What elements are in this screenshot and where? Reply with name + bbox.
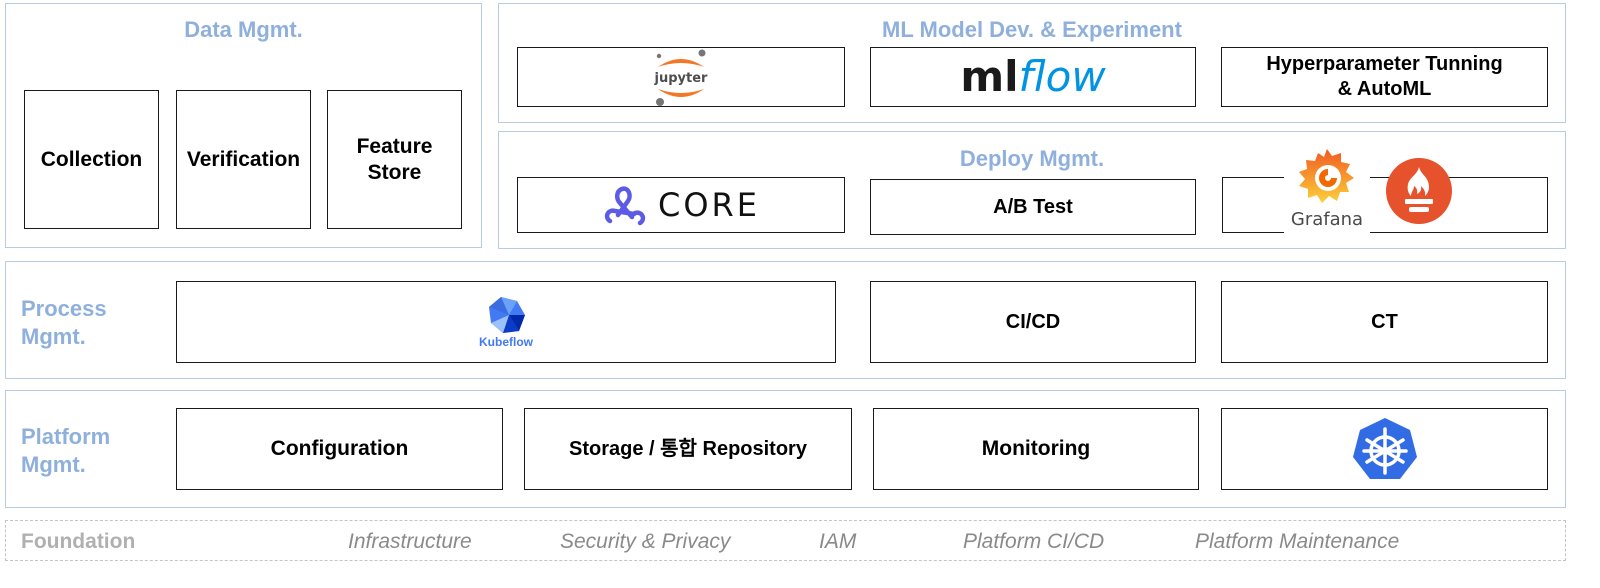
- process-panel: [5, 261, 1566, 379]
- kubernetes-logo-icon: [1352, 418, 1417, 479]
- core-label: CORE: [658, 186, 760, 224]
- platform-panel: [5, 390, 1566, 508]
- foundation-item-platform-maintenance: Platform Maintenance: [1195, 530, 1400, 553]
- storage-repository-box: Storage / 통합 Repository: [524, 408, 852, 490]
- process-title: Process Mgmt.: [21, 296, 107, 349]
- grafana-label: Grafana: [1290, 209, 1364, 230]
- monitoring-box: Monitoring: [873, 408, 1199, 490]
- prometheus-logo-icon: [1386, 158, 1452, 224]
- mlflow-label-ml: ml: [960, 52, 1019, 101]
- ab-test-box: A/B Test: [870, 179, 1196, 235]
- kubernetes-box: [1221, 408, 1548, 490]
- kubeflow-logo-icon: [489, 297, 525, 333]
- foundation-item-infrastructure: Infrastructure: [348, 530, 472, 553]
- collection-box: Collection: [24, 90, 159, 229]
- grafana-prometheus-box: [1222, 177, 1548, 233]
- feature-store-box: Feature Store: [327, 90, 462, 229]
- kubeflow-box: Kubeflow: [176, 281, 836, 363]
- ml-dev-panel: [498, 3, 1566, 123]
- ml-dev-title: ML Model Dev. & Experiment: [882, 17, 1182, 42]
- foundation-title: Foundation: [21, 530, 136, 553]
- grafana-logo-icon: [1299, 149, 1354, 203]
- platform-title: Platform Mgmt.: [21, 424, 111, 477]
- verification-box: Verification: [176, 90, 311, 229]
- jupyter-label: jupyter: [654, 71, 709, 86]
- cicd-box: CI/CD: [870, 281, 1196, 363]
- foundation-item-security-privacy: Security & Privacy: [560, 530, 731, 553]
- grafana-logo: Grafana: [1284, 145, 1370, 233]
- data-mgmt-title: Data Mgmt.: [184, 17, 303, 42]
- deploy-panel: [498, 131, 1566, 249]
- seldon-core-logo-icon: [604, 186, 646, 226]
- hyperparameter-line2: & AutoML: [1337, 78, 1432, 100]
- data-mgmt-panel: [5, 3, 482, 248]
- kubeflow-label: Kubeflow: [479, 335, 533, 349]
- foundation-item-platform-cicd: Platform CI/CD: [963, 530, 1105, 553]
- foundation-panel: [5, 520, 1566, 561]
- hyperparameter-box: Hyperparameter Tunning & AutoML: [1221, 47, 1548, 107]
- hyperparameter-line1: Hyperparameter Tunning: [1266, 53, 1503, 75]
- configuration-box: Configuration: [176, 408, 503, 490]
- core-box: CORE: [517, 177, 845, 233]
- mlflow-label-flow: flow: [1018, 52, 1106, 101]
- jupyter-box: jupyter: [517, 47, 845, 107]
- mlflow-box: mlflow: [870, 47, 1196, 107]
- deploy-title: Deploy Mgmt.: [959, 146, 1105, 171]
- ct-box: CT: [1221, 281, 1548, 363]
- mlflow-logo-icon: mlflow: [960, 55, 1105, 99]
- jupyter-logo-icon: jupyter: [654, 49, 709, 106]
- foundation-item-iam: IAM: [819, 530, 857, 553]
